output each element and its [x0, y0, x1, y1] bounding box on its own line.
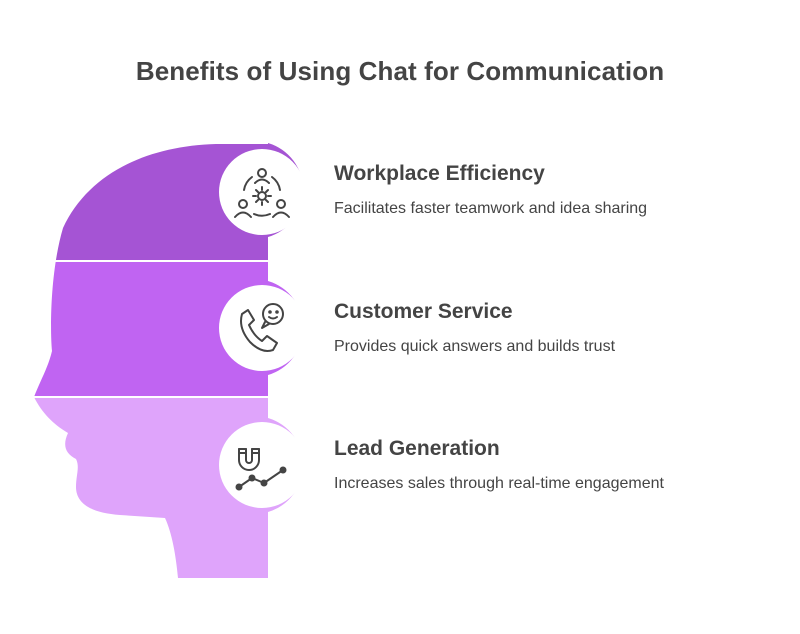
benefit-description: Facilitates faster teamwork and idea sha…	[334, 200, 648, 217]
benefit-title: Lead Generation	[334, 437, 500, 460]
team-collaboration-icon	[234, 168, 290, 218]
benefit-title: Customer Service	[334, 300, 513, 323]
benefit-title: Workplace Efficiency	[334, 162, 545, 185]
benefit-description: Provides quick answers and builds trust	[334, 338, 616, 355]
benefit-description: Increases sales through real-time engage…	[334, 475, 664, 492]
band-lead-generation	[34, 398, 268, 578]
benefit-workplace-efficiency: Workplace Efficiency Facilitates faster …	[334, 162, 647, 218]
benefit-lead-generation: Lead Generation Increases sales through …	[334, 437, 664, 493]
benefit-customer-service: Customer Service Provides quick answers …	[334, 300, 615, 356]
page-title: Benefits of Using Chat for Communication	[135, 56, 665, 86]
magnet-growth-icon	[235, 448, 287, 491]
phone-chat-icon	[240, 303, 284, 352]
